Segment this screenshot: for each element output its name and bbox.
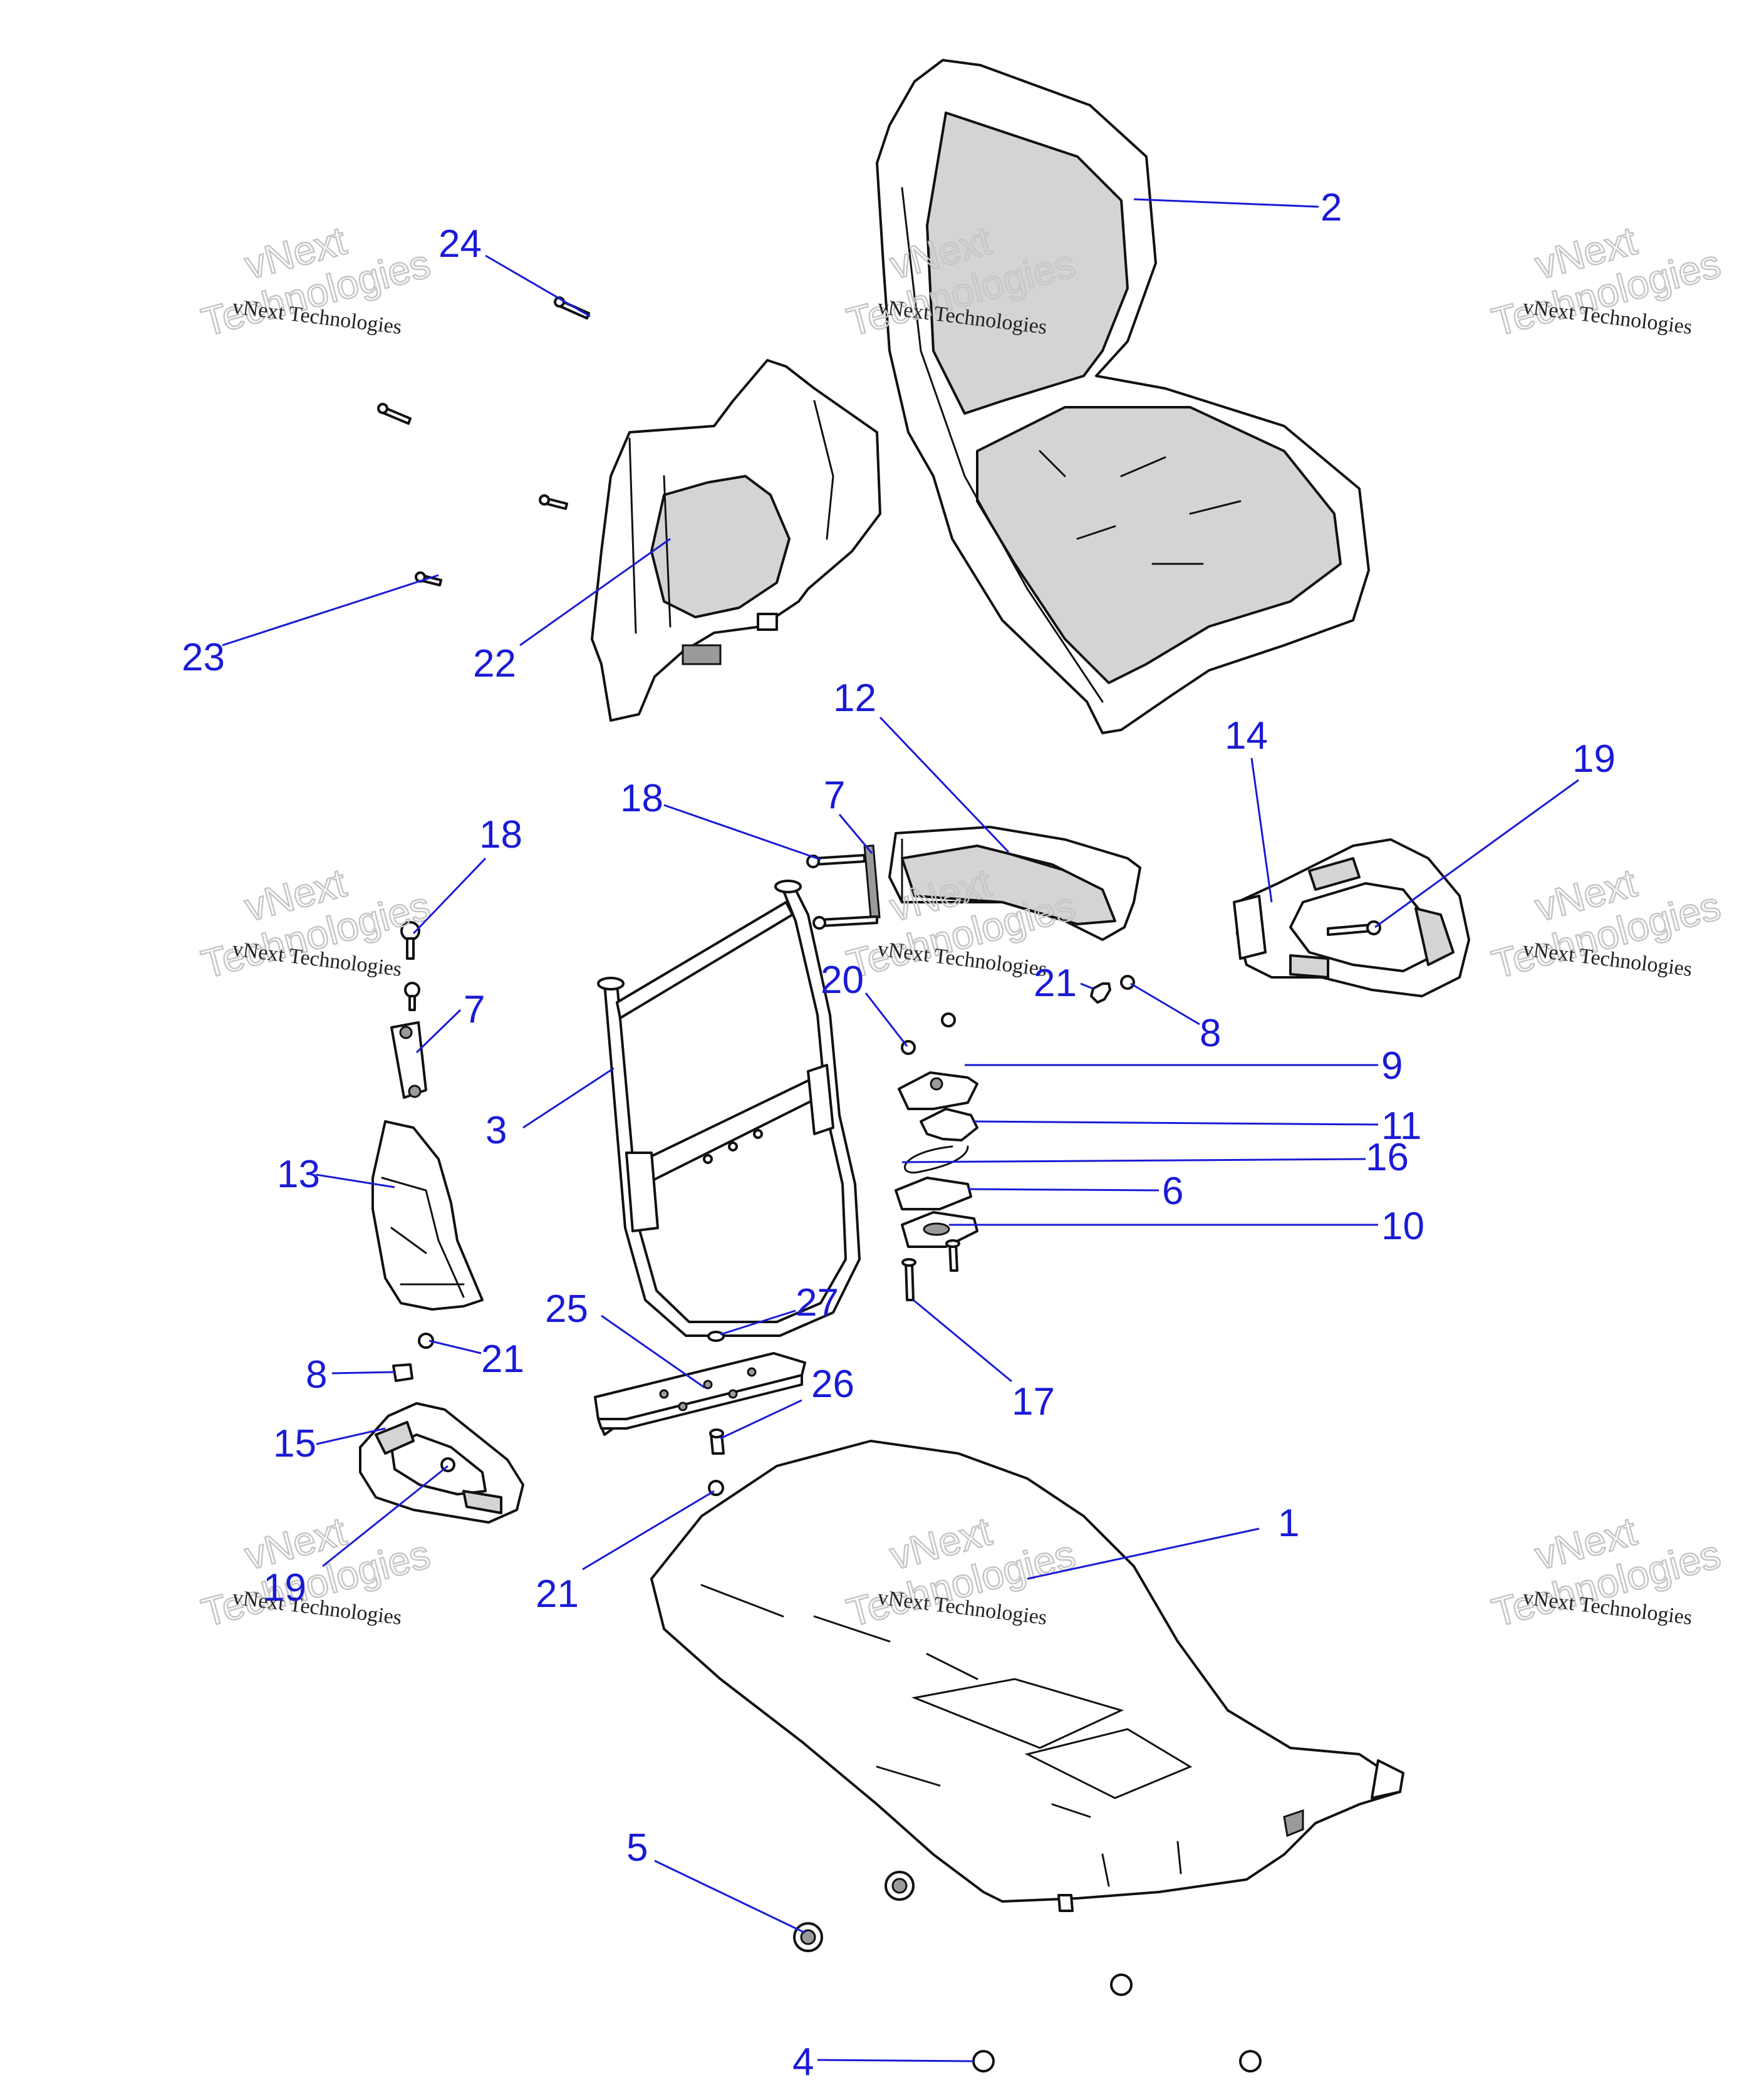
part-bolts-23-24 [377,296,590,586]
callout-25: 25 [545,1287,588,1331]
callout-22: 22 [473,642,516,685]
callout-15: 15 [273,1422,316,1465]
part-grab-handle-right [1233,838,1470,997]
part-grab-handle-left [359,1402,524,1524]
callout-12: 12 [833,677,876,720]
leader-lines [222,198,1579,2062]
callout-9: 9 [1381,1044,1403,1088]
part-storage-bin [591,359,881,722]
part-backrest-seat [876,59,1370,734]
callout-21-left: 21 [481,1338,524,1381]
callout-13: 13 [277,1153,320,1196]
part-nuts-4-5 [793,1871,1262,2072]
callout-27: 27 [796,1281,839,1324]
callout-2: 2 [1320,186,1342,229]
part-latch-assembly [895,975,1135,1301]
callout-labels: 2 24 23 22 12 14 19 18 7 18 7 20 21 8 9 … [182,186,1616,2084]
callout-7-left: 7 [464,988,485,1031]
callout-10: 10 [1381,1205,1424,1248]
part-bracket-cover [888,826,1141,941]
callout-21-bottom: 21 [536,1573,579,1616]
callout-11: 11 [1381,1105,1421,1148]
part-nut-washer-left [392,1333,434,1382]
callout-20: 20 [821,959,864,1002]
callout-8-left: 8 [306,1353,327,1396]
callout-4: 4 [792,2041,814,2084]
callout-18-top: 18 [620,777,663,820]
callout-17: 17 [1012,1380,1055,1423]
callout-8-right: 8 [1200,1012,1221,1055]
callout-6: 6 [1162,1170,1183,1213]
callout-19-left: 19 [263,1566,306,1609]
callout-1: 1 [1278,1502,1299,1545]
part-seat-frame [597,880,861,1337]
callout-16: 16 [1366,1136,1409,1179]
callout-21-right: 21 [1034,962,1077,1005]
callout-3: 3 [485,1109,507,1152]
part-leg-guard [371,1120,484,1311]
part-bolt-spacer-left [390,921,427,1099]
callout-23: 23 [182,636,225,679]
part-bolts-7-18-top [806,844,881,930]
callout-14: 14 [1225,714,1268,757]
callout-7-top: 7 [824,774,845,817]
callout-5: 5 [626,1826,648,1869]
callout-18-left: 18 [479,813,522,856]
callout-19-right: 19 [1572,737,1616,781]
part-mount-plate [594,1331,806,1496]
callout-24: 24 [438,222,482,266]
callout-26: 26 [811,1363,854,1406]
part-seat-cushion [650,1440,1404,1912]
